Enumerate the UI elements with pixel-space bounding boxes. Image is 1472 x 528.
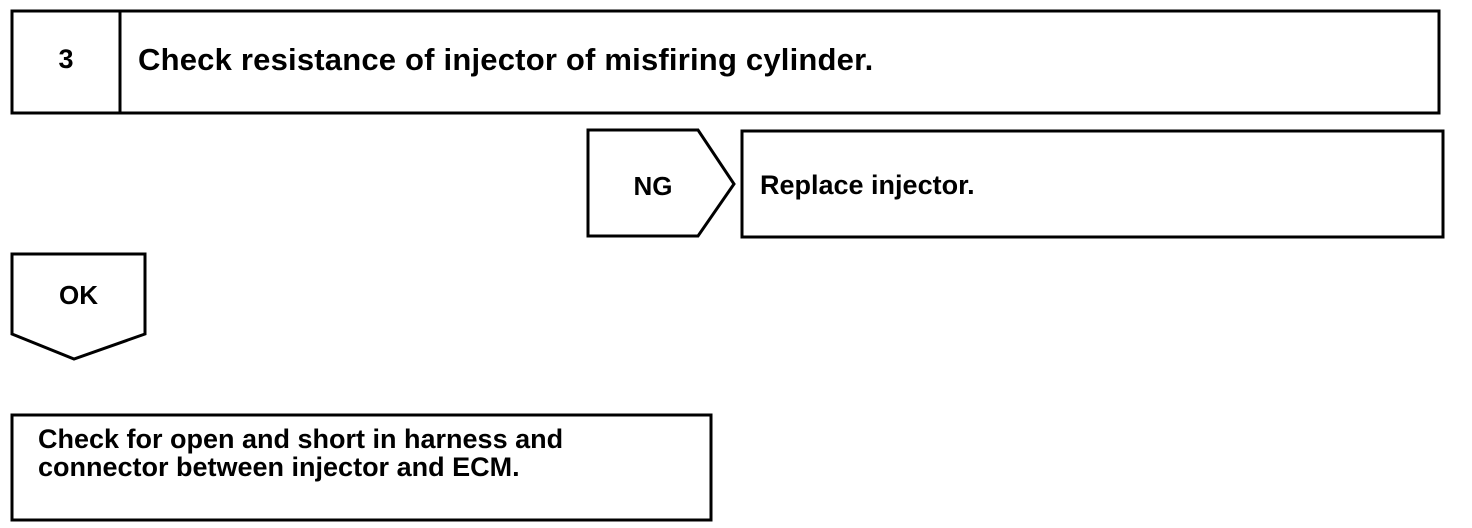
ng-arrow-shape	[586, 128, 736, 238]
ok-arrow-shape	[10, 252, 147, 361]
next-action-box	[10, 413, 713, 522]
step-box	[10, 9, 1441, 115]
ng-label: NG	[633, 171, 673, 201]
ok-action-text: Check for open and short in harness and …	[38, 424, 564, 482]
ng-action-box	[740, 129, 1445, 239]
step-title: Check resistance of injector of misfirin…	[138, 42, 874, 77]
ng-action-text: Replace injector.	[760, 170, 975, 200]
step-number: 3	[58, 44, 74, 74]
ok-label: OK	[59, 280, 98, 310]
